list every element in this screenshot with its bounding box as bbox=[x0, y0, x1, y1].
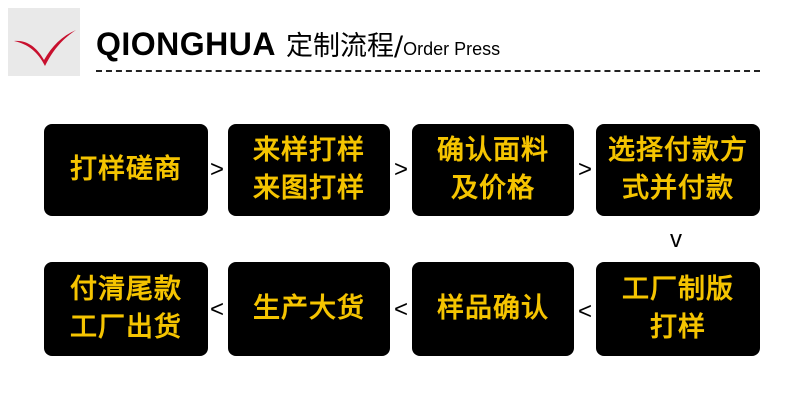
step-8-line-1: 付清尾款 bbox=[70, 274, 182, 305]
step-4: 选择付款方 式并付款 bbox=[596, 124, 760, 216]
step-2-line-2: 来图打样 bbox=[253, 173, 365, 204]
logo-bird-icon bbox=[14, 30, 76, 66]
subtitle-cn: 定制流程/ bbox=[286, 31, 404, 62]
step-5-line-2: 打样 bbox=[650, 312, 706, 343]
step-6: 样品确认 bbox=[412, 262, 574, 356]
page-title: QIONGHUA 定制流程/Order Press bbox=[96, 24, 500, 63]
step-3: 确认面料 及价格 bbox=[412, 124, 574, 216]
step-7-line-1: 生产大货 bbox=[253, 293, 365, 324]
arrow-left-3: < bbox=[210, 296, 225, 323]
arrow-left-1: < bbox=[578, 298, 593, 325]
step-4-line-2: 式并付款 bbox=[622, 173, 734, 204]
step-3-line-1: 确认面料 bbox=[437, 135, 549, 166]
step-3-line-2: 及价格 bbox=[451, 173, 535, 204]
step-7: 生产大货 bbox=[228, 262, 390, 356]
step-8-line-2: 工厂出货 bbox=[70, 312, 182, 343]
brand-name: QIONGHUA bbox=[96, 26, 276, 62]
arrow-right-2: > bbox=[394, 156, 409, 183]
step-5: 工厂制版 打样 bbox=[596, 262, 760, 356]
subtitle-en: Order Press bbox=[403, 39, 501, 59]
step-1-line-1: 打样磋商 bbox=[70, 154, 182, 185]
arrow-down: v bbox=[670, 226, 682, 253]
arrow-right-1: > bbox=[210, 156, 225, 183]
step-1: 打样磋商 bbox=[44, 124, 208, 216]
header-divider bbox=[96, 70, 760, 72]
step-2-line-1: 来样打样 bbox=[253, 135, 365, 166]
step-6-line-1: 样品确认 bbox=[437, 293, 549, 324]
step-2: 来样打样 来图打样 bbox=[228, 124, 390, 216]
step-5-line-1: 工厂制版 bbox=[622, 274, 734, 305]
arrow-right-3: > bbox=[578, 156, 593, 183]
step-8: 付清尾款 工厂出货 bbox=[44, 262, 208, 356]
logo bbox=[8, 8, 80, 76]
step-4-line-1: 选择付款方 bbox=[608, 135, 748, 166]
arrow-left-2: < bbox=[394, 296, 409, 323]
